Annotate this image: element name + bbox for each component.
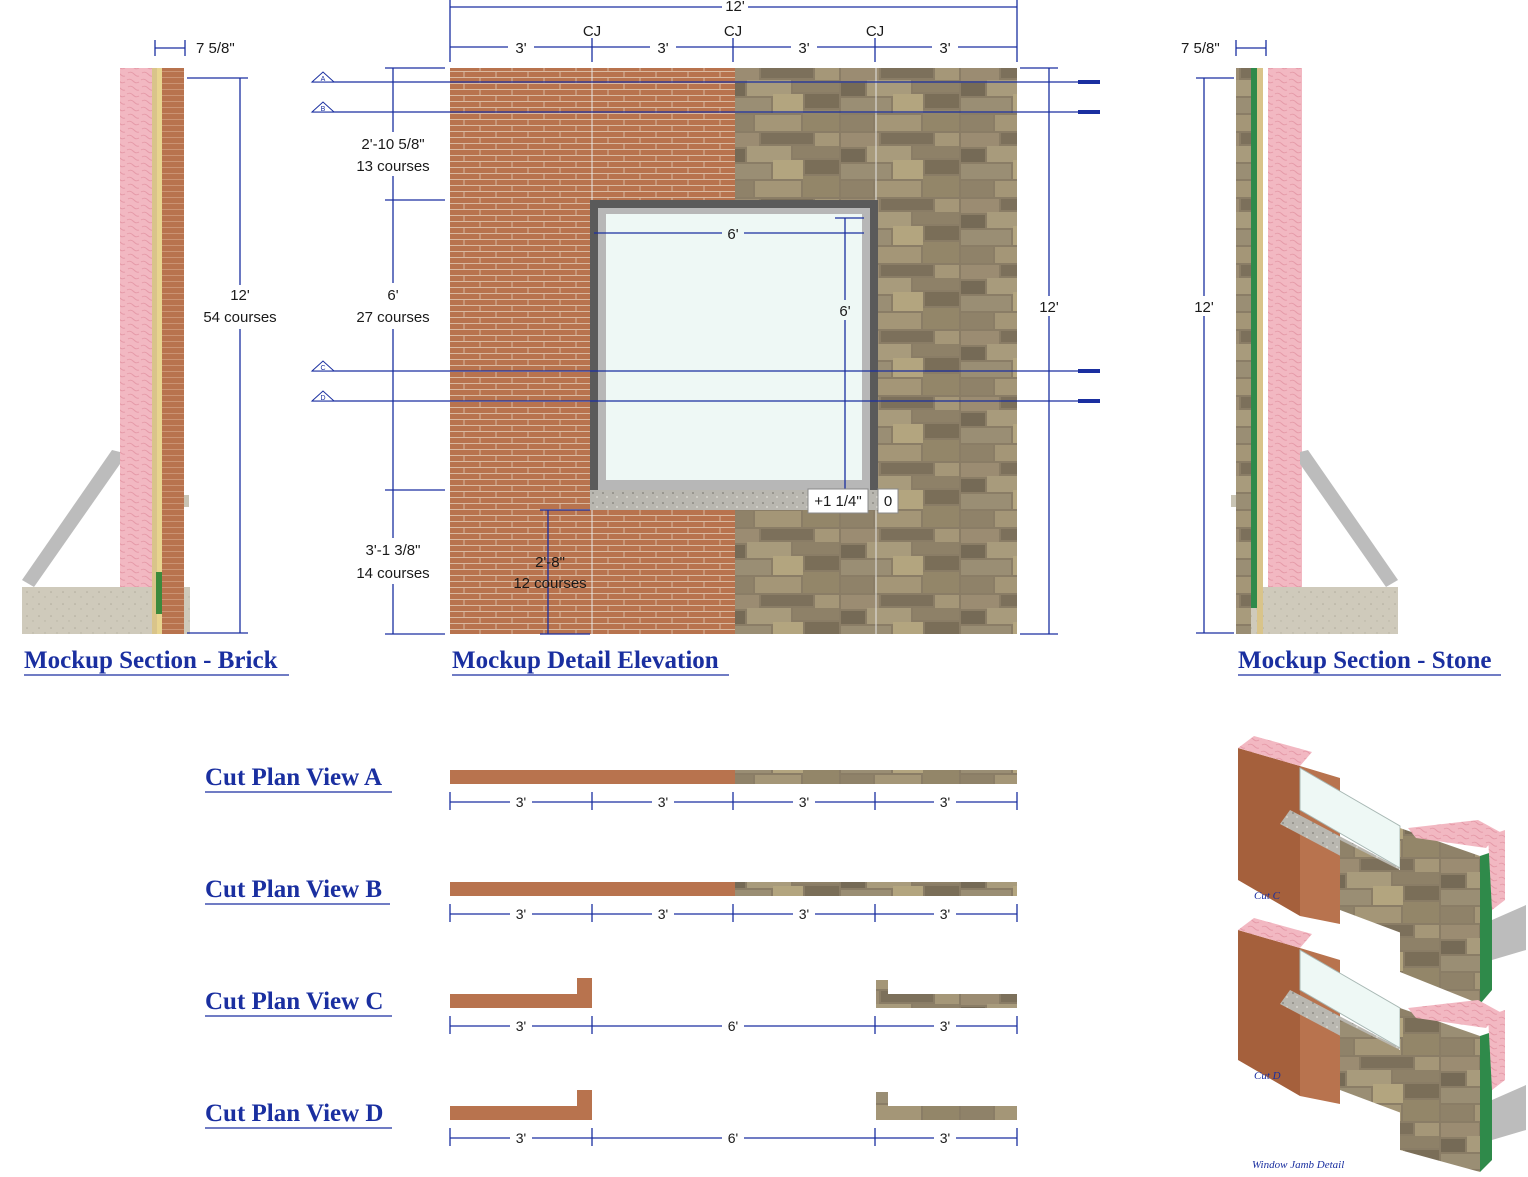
jamb-detail-d: Cut D <box>1238 918 1526 1172</box>
sheathing-layer <box>152 68 157 634</box>
elevation: 6' 6' +1 1/4" 0 2'-8" 12 courses 12' 3' … <box>310 0 1100 676</box>
cut-plan-a: Cut Plan View A 3' 3' 3' 3' <box>205 764 1018 810</box>
dim-window-width: 6' <box>727 226 738 243</box>
cut-plan-b: Cut Plan View B 3' 3' 3' 3' <box>205 876 1018 922</box>
title-cut-d: Cut Plan View D <box>205 1100 383 1127</box>
dim-wall-thickness-stone: 7 5/8" <box>1181 40 1220 57</box>
dim-cut-d-window: 6' <box>728 1130 738 1146</box>
insulation-layer <box>120 68 152 587</box>
dim-cut-a-1: 3' <box>516 794 526 810</box>
caption-cut-d: Cut D <box>1254 1070 1281 1082</box>
dim-cut-a-3: 3' <box>799 794 809 810</box>
cj-label-2: CJ <box>724 23 742 40</box>
svg-text:D: D <box>320 395 325 402</box>
dim-elev-height: 12' <box>1039 299 1059 316</box>
dim-cut-b-2: 3' <box>658 906 668 922</box>
sill-zero-box <box>877 488 899 514</box>
title-cut-a: Cut Plan View A <box>205 764 382 791</box>
dim-bay-3: 3' <box>798 40 809 57</box>
title-section-stone: Mockup Section - Stone <box>1238 647 1491 674</box>
dim-sill-zero: 0 <box>884 493 892 510</box>
dim-lower-height: 3'-1 3/8" <box>366 542 421 559</box>
dim-height-courses: 54 courses <box>203 309 276 326</box>
cut-plan-d: Cut Plan View D 3' 6' 3' <box>205 1090 1018 1146</box>
dim-overall-width: 12' <box>725 0 745 15</box>
shelf-tab-stone <box>1231 495 1236 507</box>
section-brick: 7 5/8" 12' 54 courses Mockup Section - B… <box>22 40 289 676</box>
dim-sill-courses: 12 courses <box>513 575 586 592</box>
title-cut-c: Cut Plan View C <box>205 988 383 1015</box>
dim-window-height: 6' <box>839 303 850 320</box>
jamb-detail-c: Cut C <box>1238 736 1526 1004</box>
stone-veneer <box>1236 68 1251 634</box>
title-cut-b: Cut Plan View B <box>205 876 382 903</box>
cut-line-b: B <box>310 101 1100 114</box>
insulation-layer-stone <box>1268 68 1302 587</box>
dim-sill-offset: +1 1/4" <box>814 493 861 510</box>
cut-line-c: C <box>310 360 1100 373</box>
sheathing-layer-stone <box>1257 68 1263 634</box>
dim-bay-2: 3' <box>657 40 668 57</box>
caption-cut-c: Cut C <box>1254 890 1281 902</box>
dim-sill-height: 2'-8" <box>535 554 565 571</box>
dim-cut-b-3: 3' <box>799 906 809 922</box>
svg-text:A: A <box>321 76 326 83</box>
brick-veneer <box>162 68 184 634</box>
dim-wall-thickness: 7 5/8" <box>196 40 235 57</box>
dim-lower-courses: 14 courses <box>356 565 429 582</box>
dim-height: 12' <box>230 287 250 304</box>
svg-text:C: C <box>320 365 325 372</box>
dim-upper-height: 2'-10 5/8" <box>361 136 424 153</box>
dim-cut-d-1: 3' <box>516 1130 526 1146</box>
sill-offset-box <box>807 488 869 514</box>
dim-upper-courses: 13 courses <box>356 158 429 175</box>
svg-text:B: B <box>321 106 326 113</box>
cj-label-3: CJ <box>866 23 884 40</box>
air-gap <box>157 68 162 634</box>
window-glass <box>606 214 862 480</box>
dim-cut-d-2: 3' <box>940 1130 950 1146</box>
dim-window-zone-courses: 27 courses <box>356 309 429 326</box>
dim-cut-a-4: 3' <box>940 794 950 810</box>
cut-line-a: A <box>310 71 1100 84</box>
dim-cut-a-2: 3' <box>658 794 668 810</box>
membrane-layer <box>1251 68 1257 608</box>
dim-cut-c-1: 3' <box>516 1018 526 1034</box>
cj-label-1: CJ <box>583 23 601 40</box>
dim-bay-1: 3' <box>515 40 526 57</box>
title-section-brick: Mockup Section - Brick <box>24 647 278 674</box>
cut-line-d: D <box>310 390 1100 403</box>
dim-cut-b-4: 3' <box>940 906 950 922</box>
brace <box>22 450 120 587</box>
dim-cut-c-2: 3' <box>940 1018 950 1034</box>
shelf-tab <box>184 495 189 507</box>
dim-window-zone-height: 6' <box>387 287 398 304</box>
cut-plan-c: Cut Plan View C 3' 6' 3' <box>205 978 1018 1034</box>
window-sill <box>590 490 878 510</box>
section-stone: 7 5/8" 12' Mockup Section - Stone <box>1181 40 1501 676</box>
dim-height-stone: 12' <box>1194 299 1214 316</box>
flashing <box>156 572 162 614</box>
dim-cut-c-window: 6' <box>728 1018 738 1034</box>
brace-stone <box>1300 450 1398 587</box>
caption-jamb-detail: Window Jamb Detail <box>1252 1159 1344 1171</box>
title-elevation: Mockup Detail Elevation <box>452 647 719 674</box>
dim-cut-b-1: 3' <box>516 906 526 922</box>
dim-bay-4: 3' <box>939 40 950 57</box>
